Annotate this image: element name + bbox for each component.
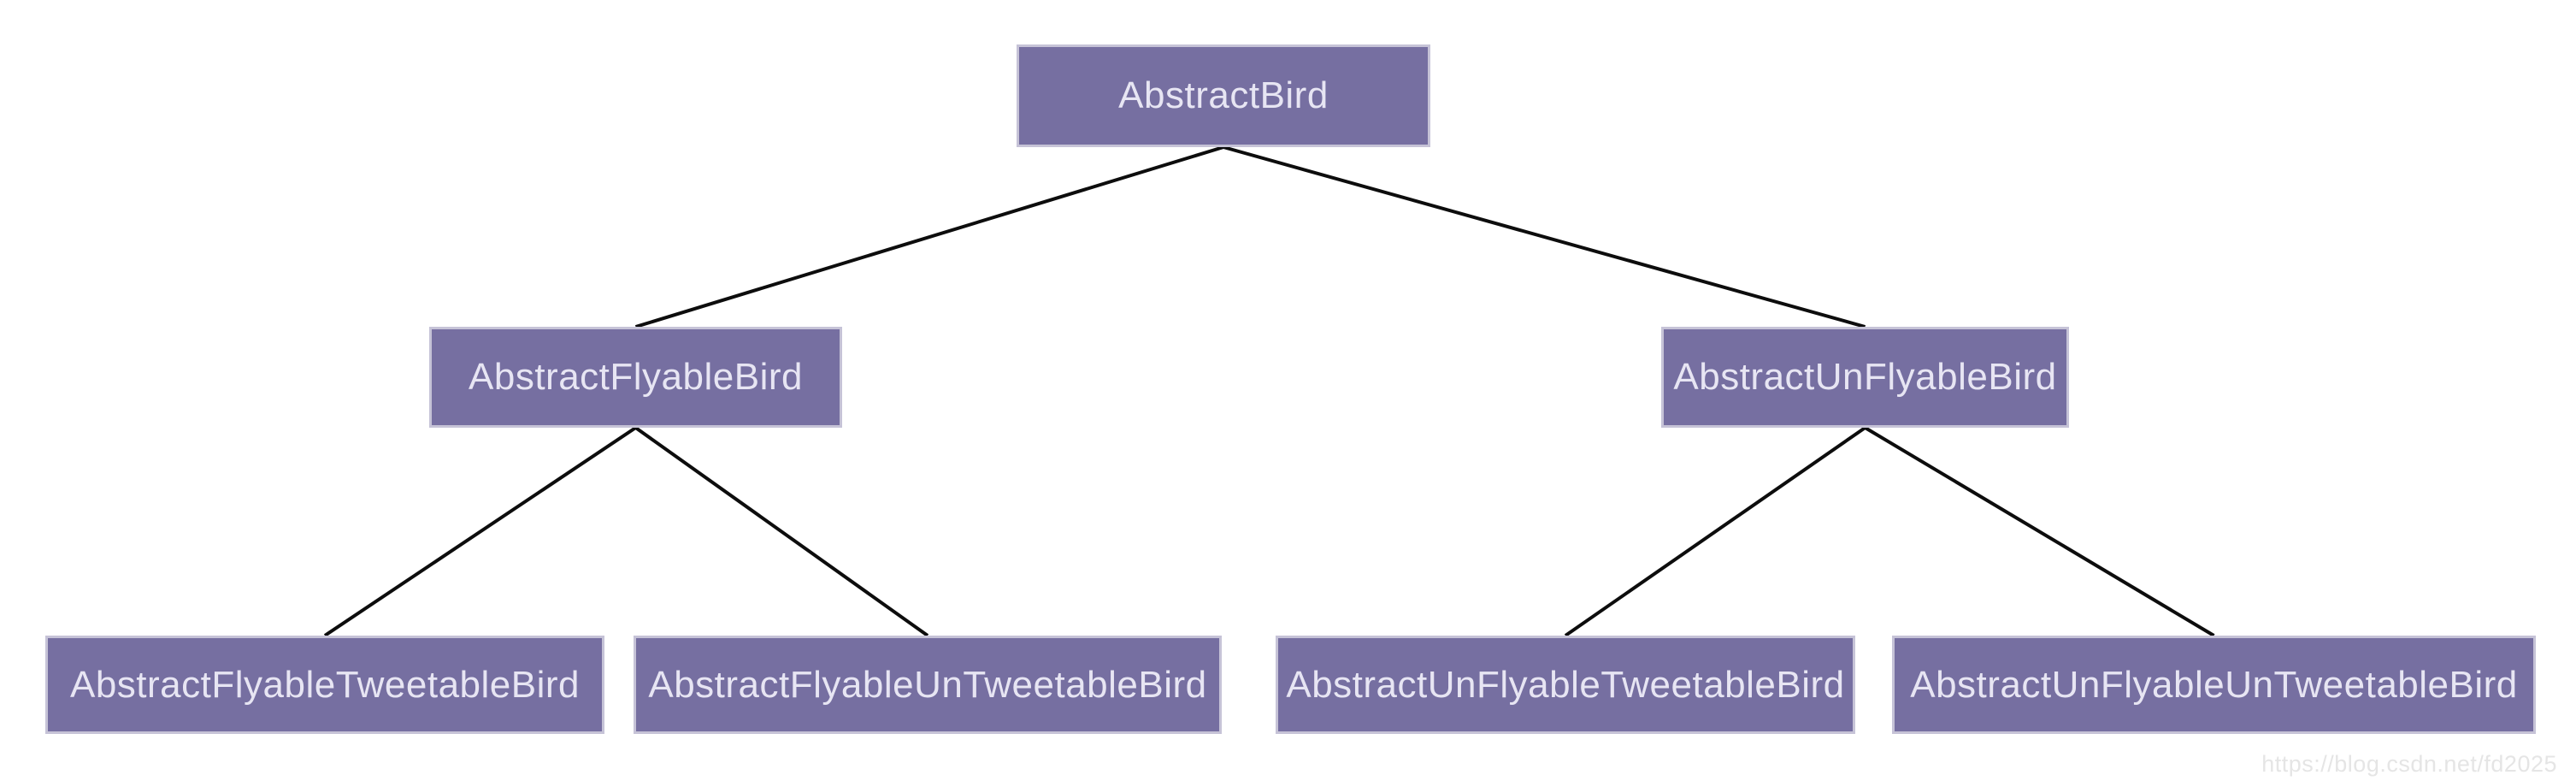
edge-abstract-unflyable-bird--abstract-unflyable-untweetable-bird [1864, 426, 2215, 637]
node-label: AbstractUnFlyableTweetableBird [1286, 663, 1845, 706]
node-abstract-unflyable-tweetable-bird: AbstractUnFlyableTweetableBird [1276, 636, 1855, 734]
node-abstract-flyable-untweetable-bird: AbstractFlyableUnTweetableBird [634, 636, 1222, 734]
node-label: AbstractBird [1118, 74, 1329, 116]
watermark-url: https://blog.csdn.net/fd2025 [2261, 751, 2557, 777]
edge-abstract-flyable-bird--abstract-flyable-tweetable-bird [323, 426, 637, 637]
node-abstract-unflyable-bird: AbstractUnFlyableBird [1661, 327, 2069, 428]
node-label: AbstractUnFlyableUnTweetableBird [1910, 663, 2518, 706]
node-abstract-flyable-tweetable-bird: AbstractFlyableTweetableBird [45, 636, 604, 734]
node-abstract-flyable-bird: AbstractFlyableBird [429, 327, 842, 428]
node-label: AbstractFlyableBird [469, 356, 803, 398]
node-abstract-unflyable-untweetable-bird: AbstractUnFlyableUnTweetableBird [1892, 636, 2536, 734]
edge-abstract-flyable-bird--abstract-flyable-untweetable-bird [634, 426, 929, 637]
node-abstract-bird: AbstractBird [1017, 44, 1430, 147]
node-label: AbstractUnFlyableBird [1673, 356, 2057, 398]
edge-abstract-bird--abstract-flyable-bird [634, 145, 1224, 328]
edge-abstract-bird--abstract-unflyable-bird [1223, 145, 1866, 328]
node-label: AbstractFlyableUnTweetableBird [648, 663, 1207, 706]
node-label: AbstractFlyableTweetableBird [69, 663, 581, 706]
edge-abstract-unflyable-bird--abstract-unflyable-tweetable-bird [1564, 426, 1866, 637]
